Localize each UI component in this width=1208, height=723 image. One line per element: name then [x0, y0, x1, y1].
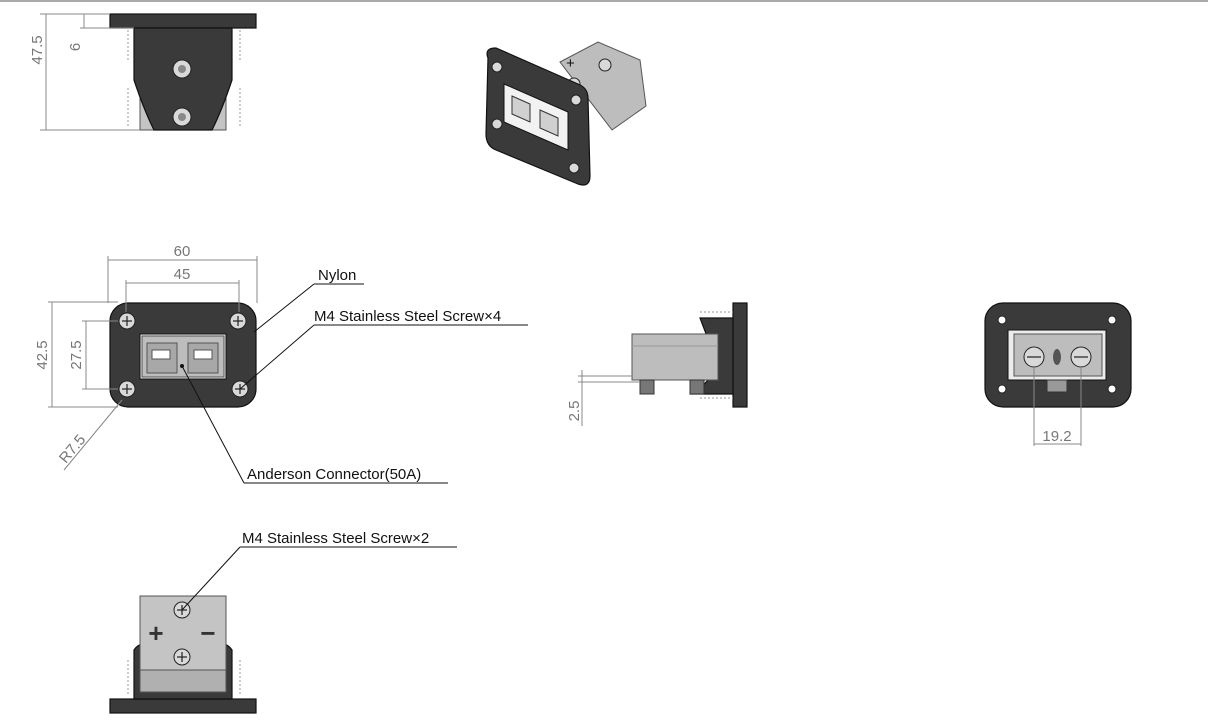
- top-view-dimension-lines: [40, 13, 140, 131]
- front-view-contact-left-slot: [151, 349, 171, 360]
- bottom-view-leader-line: [181, 546, 457, 611]
- callout-screw-x4: M4 Stainless Steel Screw×4: [314, 308, 501, 325]
- rear-view-hole-tr: [1107, 315, 1117, 325]
- dimension-front-width-inner: 45: [174, 266, 191, 283]
- rear-view-pin-right: [1070, 346, 1092, 368]
- iso-flange-screw-3: [491, 118, 503, 130]
- bottom-view-plus: +: [148, 618, 163, 648]
- rear-view-hole-bl: [997, 384, 1007, 394]
- front-view-leader-lines: [181, 283, 528, 484]
- dimension-pin-pitch: 19.2: [1042, 428, 1071, 445]
- iso-flange-screw-1: [491, 61, 503, 73]
- rear-view-hole-br: [1107, 384, 1117, 394]
- rear-view-center-key: [1053, 349, 1061, 365]
- iso-flange-screw-4: [568, 162, 580, 174]
- iso-plug-screw-1: [598, 58, 612, 72]
- rear-view-hole-tl: [997, 315, 1007, 325]
- callout-nylon: Nylon: [318, 267, 356, 284]
- front-view-screw-tr: [229, 312, 247, 330]
- side-view-nut-2: [689, 379, 705, 395]
- dimension-top-offset: 6: [67, 43, 84, 51]
- bottom-view-screw-2: [173, 648, 191, 666]
- isometric-view: +: [485, 41, 647, 186]
- side-view-nut-1: [639, 379, 655, 395]
- front-view: 60 45 42.5 27.5 R7.5 Nylon M4 Stainless …: [34, 243, 528, 484]
- top-view-flange: [109, 13, 257, 29]
- bottom-view-plug-base: [139, 669, 227, 693]
- callout-screw-x2: M4 Stainless Steel Screw×2: [242, 530, 429, 547]
- front-view-contact-right-slot: [193, 349, 213, 360]
- bottom-view-flange: [109, 698, 257, 714]
- front-view-screw-tl: [118, 312, 136, 330]
- dimension-front-height-outer: 42.5: [34, 340, 51, 369]
- side-view-flange: [732, 302, 748, 408]
- anderson-leader-dot: [180, 364, 184, 368]
- iso-plus-mark: +: [566, 55, 575, 72]
- iso-contact-1: [511, 95, 531, 123]
- bottom-view: + − M4 Stainless Steel Screw×2: [109, 530, 457, 714]
- iso-contact-2: [539, 109, 559, 137]
- top-view-screw-2-center: [178, 113, 186, 121]
- rear-view-bottom-nut: [1046, 379, 1068, 393]
- top-view-screw-1-center: [178, 65, 186, 73]
- top-border: [0, 0, 1208, 2]
- bottom-view-minus: −: [200, 618, 215, 648]
- dimension-front-width-outer: 60: [174, 243, 191, 260]
- dimension-side-thickness: 2.5: [566, 401, 583, 422]
- dimension-front-height-inner: 27.5: [68, 340, 85, 369]
- callout-anderson: Anderson Connector(50A): [247, 466, 421, 483]
- side-view: 2.5: [566, 302, 748, 426]
- iso-flange-screw-2: [570, 94, 582, 106]
- rear-view-pin-left: [1023, 346, 1045, 368]
- side-view-plug: [631, 333, 719, 381]
- dimension-corner-radius: R7.5: [56, 432, 89, 467]
- side-view-dimension-lines: [578, 370, 640, 426]
- iso-plug: [559, 41, 647, 131]
- front-view-screw-bl: [118, 380, 136, 398]
- dimension-top-height: 47.5: [29, 35, 46, 64]
- front-view-dimension-lines: [48, 256, 258, 471]
- top-view: 47.5 6: [29, 13, 257, 131]
- top-view-housing: [133, 27, 233, 131]
- rear-view: 19.2: [984, 302, 1132, 446]
- rear-view-dimension-lines: [1033, 367, 1082, 446]
